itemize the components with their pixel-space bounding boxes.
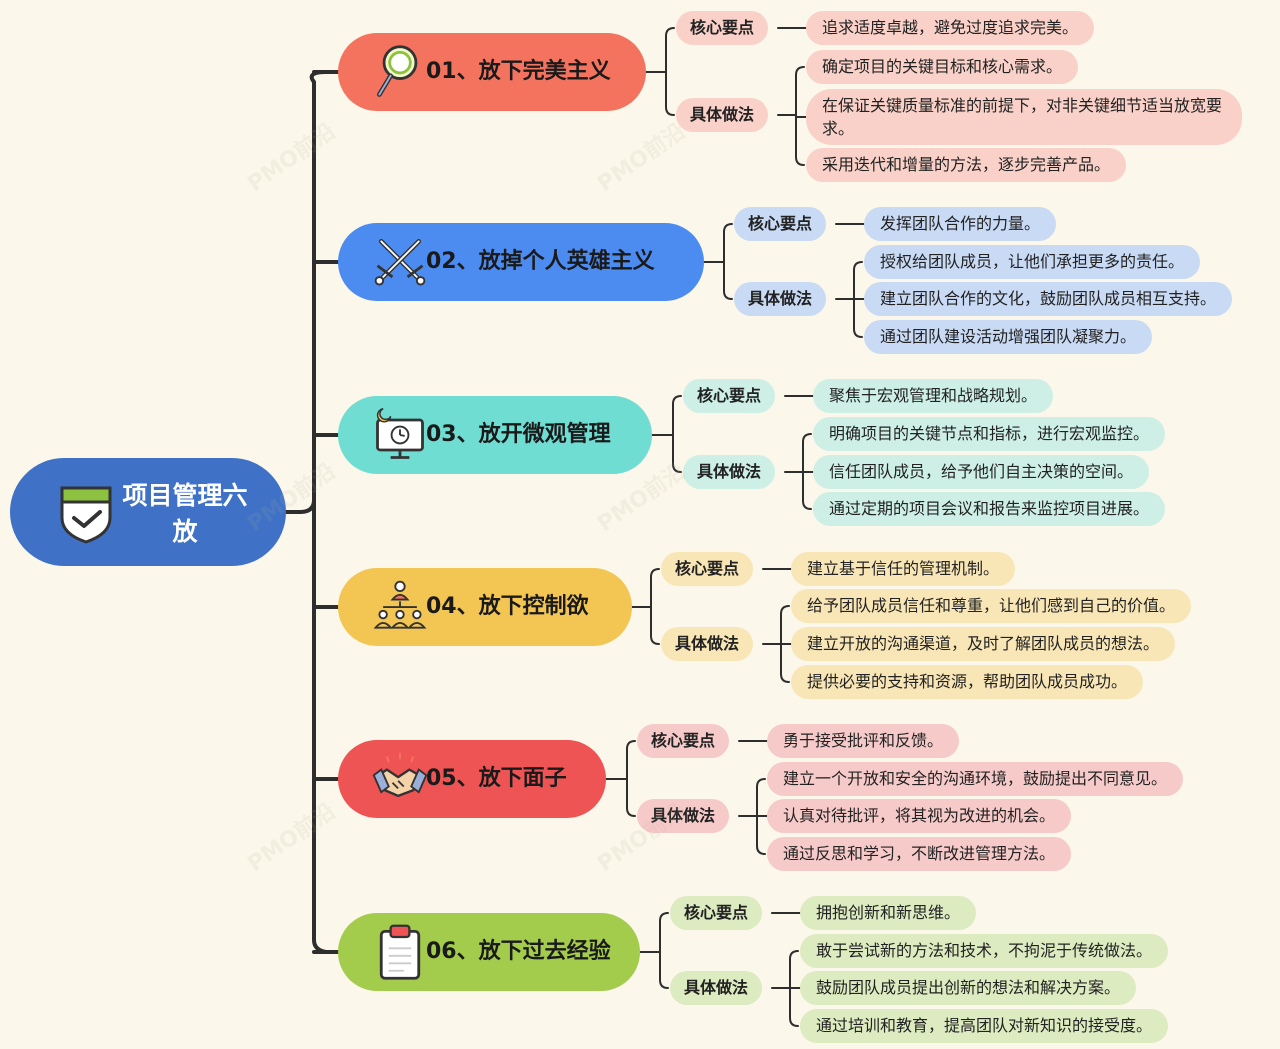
handshake-icon [372, 752, 428, 798]
branch-node: 06、放下过去经验 [338, 913, 640, 991]
core-point-text: 发挥团队合作的力量。 [864, 207, 1057, 241]
clipboard-icon [379, 924, 421, 980]
branch-label: 06、放下过去经验 [426, 939, 611, 964]
core-point-tag: 核心要点 [637, 724, 730, 758]
method-tag: 具体做法 [637, 799, 730, 833]
branch-line [659, 912, 669, 989]
method-item: 明确项目的关键节点和指标，进行宏观监控。 [813, 417, 1166, 451]
method-item: 建立团队合作的文化，鼓励团队成员相互支持。 [864, 282, 1233, 316]
monitor-clock-icon [376, 408, 424, 459]
method-item: 给予团队成员信任和尊重，让他们感到自己的价值。 [791, 589, 1192, 623]
branch-node: 01、放下完美主义 [338, 33, 646, 111]
method-tag: 具体做法 [676, 98, 769, 132]
core-point-tag: 核心要点 [734, 207, 827, 241]
core-point-text: 聚焦于宏观管理和战略规划。 [813, 379, 1054, 413]
branch-label: 04、放下控制欲 [426, 594, 589, 619]
method-item: 认真对待批评，将其视为改进的机会。 [767, 799, 1072, 833]
method-item: 通过培训和教育，提高团队对新知识的接受度。 [800, 1009, 1169, 1043]
method-item: 敢于尝试新的方法和技术，不拘泥于传统做法。 [800, 934, 1169, 968]
branch-label: 05、放下面子 [426, 766, 567, 791]
method-item: 建立开放的沟通渠道，及时了解团队成员的想法。 [791, 627, 1176, 661]
branch-line [626, 740, 636, 817]
method-tag: 具体做法 [661, 627, 754, 661]
method-item: 确定项目的关键目标和核心需求。 [806, 50, 1079, 84]
magnifier-icon [377, 45, 418, 97]
core-point-tag: 核心要点 [661, 552, 754, 586]
core-point-tag: 核心要点 [676, 11, 769, 45]
branch-line [723, 223, 733, 300]
method-item: 通过反思和学习，不断改进管理方法。 [767, 837, 1072, 871]
method-tag: 具体做法 [670, 971, 763, 1005]
method-item: 授权给团队成员，让他们承担更多的责任。 [864, 245, 1201, 279]
method-tag: 具体做法 [734, 282, 827, 316]
trunk-line [298, 498, 316, 514]
root-node: 项目管理六放 [10, 458, 286, 566]
method-item: 通过定期的项目会议和报告来监控项目进展。 [813, 492, 1166, 526]
team-hierarchy-icon [373, 580, 427, 629]
method-item: 通过团队建设活动增强团队凝聚力。 [864, 320, 1153, 354]
method-item: 提供必要的支持和资源，帮助团队成员成功。 [791, 665, 1144, 699]
branch-node: 05、放下面子 [338, 740, 606, 818]
branch-node: 04、放下控制欲 [338, 568, 632, 646]
branch-line [665, 27, 675, 116]
core-point-text: 追求适度卓越，避免过度追求完美。 [806, 11, 1095, 45]
core-point-tag: 核心要点 [683, 379, 776, 413]
method-item: 鼓励团队成员提出创新的想法和解决方案。 [800, 971, 1137, 1005]
branch-line [672, 395, 682, 473]
core-point-tag: 核心要点 [670, 896, 763, 930]
crossed-swords-icon [374, 239, 426, 286]
method-item: 信任团队成员，给予他们自主决策的空间。 [813, 455, 1150, 489]
branch-label: 01、放下完美主义 [426, 59, 611, 84]
root-title: 项目管理六放 [122, 481, 248, 546]
branch-label: 03、放开微观管理 [426, 422, 611, 447]
branch-line [650, 568, 660, 645]
trunk-line [309, 70, 328, 954]
method-tag: 具体做法 [683, 455, 776, 489]
branch-node: 02、放掉个人英雄主义 [338, 223, 704, 301]
method-item: 在保证关键质量标准的前提下，对非关键细节适当放宽要求。 [806, 89, 1242, 145]
core-point-text: 勇于接受批评和反馈。 [767, 724, 960, 758]
method-item: 采用迭代和增量的方法，逐步完善产品。 [806, 148, 1127, 182]
method-item: 建立一个开放和安全的沟通环境，鼓励提出不同意见。 [767, 762, 1184, 796]
core-point-text: 拥抱创新和新思维。 [800, 896, 977, 930]
core-point-text: 建立基于信任的管理机制。 [791, 552, 1016, 586]
branch-node: 03、放开微观管理 [338, 396, 652, 474]
branch-label: 02、放掉个人英雄主义 [426, 249, 655, 274]
shield-check-icon [60, 486, 112, 544]
